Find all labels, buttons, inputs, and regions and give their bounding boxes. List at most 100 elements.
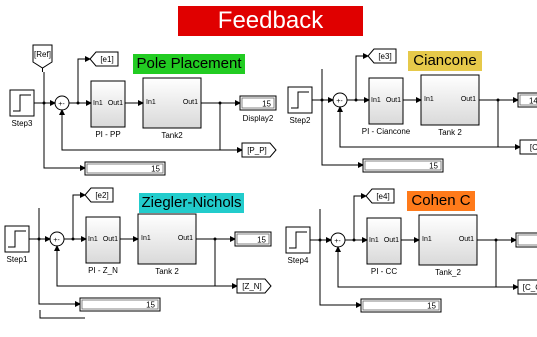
feedback-branch-dot bbox=[213, 237, 217, 241]
plant-in-port: In1 bbox=[141, 235, 151, 242]
plant-label: Tank2 bbox=[161, 131, 183, 140]
error-branch-dot bbox=[76, 101, 80, 105]
error-branch-line bbox=[353, 193, 367, 240]
reference-display: 15 bbox=[362, 158, 444, 173]
controller-in-port: In1 bbox=[371, 97, 381, 104]
plant-label: Tank_2 bbox=[435, 268, 461, 277]
step-icon bbox=[289, 231, 307, 249]
reference-display-inner bbox=[362, 300, 440, 311]
feedback-tag-line bbox=[214, 239, 238, 289]
ref-branch-line bbox=[38, 239, 81, 307]
reference-display: 15 bbox=[360, 298, 442, 313]
controller-out-port: Out1 bbox=[384, 237, 399, 244]
reference-display: 15 bbox=[79, 297, 161, 312]
step-label: Step3 bbox=[12, 119, 33, 128]
step-icon bbox=[8, 230, 26, 248]
feedback-tag-line bbox=[497, 100, 521, 150]
reference-display-inner bbox=[364, 160, 442, 171]
error-branch-line bbox=[72, 192, 86, 239]
controller-out-port: Out1 bbox=[103, 236, 118, 243]
output-display-label: Display2 bbox=[243, 114, 274, 123]
feedback-tag: [C_C] bbox=[517, 279, 537, 295]
controller-block bbox=[368, 77, 404, 125]
ref-branch-line bbox=[43, 103, 86, 171]
output-display-inner bbox=[517, 234, 537, 246]
feedback-tag-shape bbox=[519, 139, 537, 155]
reference-display-inner bbox=[81, 299, 159, 310]
error-tag-text: [e4] bbox=[376, 192, 389, 201]
controller-label: PI - Ciancone bbox=[362, 127, 411, 136]
error-tag: [e1] bbox=[89, 51, 119, 67]
step-block bbox=[4, 225, 30, 253]
error-tag: [e4] bbox=[365, 188, 395, 204]
error-tag: [e2] bbox=[84, 187, 114, 203]
reference-display-inner bbox=[86, 163, 164, 174]
plant-label: Tank 2 bbox=[155, 267, 179, 276]
plant-out-port: Out1 bbox=[178, 235, 193, 242]
plant-block bbox=[420, 74, 480, 126]
plant-label: Tank 2 bbox=[438, 128, 462, 137]
sum-signs: +- bbox=[58, 101, 65, 108]
step-block bbox=[9, 89, 35, 117]
plant-block bbox=[142, 77, 202, 129]
feedback-tag-shape bbox=[241, 142, 277, 158]
feedback-branch-dot bbox=[218, 101, 222, 105]
error-branch-dot bbox=[71, 237, 75, 241]
controller-block bbox=[85, 216, 121, 264]
plant-block bbox=[137, 213, 197, 265]
plant-in-port: In1 bbox=[146, 99, 156, 106]
feedback-to-sum-line bbox=[54, 245, 215, 287]
sum-signs: +- bbox=[53, 237, 60, 244]
output-display-value: 14.95 bbox=[529, 97, 537, 106]
error-tag-shape bbox=[89, 51, 119, 67]
controller-in-port: In1 bbox=[93, 100, 103, 107]
ref-branch-line bbox=[321, 100, 364, 168]
error-tag-shape bbox=[84, 187, 114, 203]
error-tag-text: [e3] bbox=[378, 52, 391, 61]
ref-source: [Ref] bbox=[32, 44, 85, 319]
output-display-inner bbox=[236, 233, 270, 245]
sum-signs: +- bbox=[334, 238, 341, 245]
reference-display: 15 bbox=[84, 161, 166, 176]
plant-out-port: Out1 bbox=[461, 96, 476, 103]
feedback-tag: [Z_N] bbox=[236, 278, 272, 294]
step-icon bbox=[13, 94, 31, 112]
feedback-tag-text: [C_C] bbox=[523, 283, 537, 292]
output-display-inner bbox=[519, 94, 537, 106]
plant-in-port: In1 bbox=[424, 96, 434, 103]
reference-display-value: 15 bbox=[146, 301, 155, 310]
step-label: Step2 bbox=[290, 116, 311, 125]
feedback-to-sum-line bbox=[335, 246, 496, 288]
controller-label: PI - PP bbox=[95, 130, 120, 139]
cohen-c-label: Cohen C bbox=[407, 191, 475, 211]
ciancone-label: Ciancone bbox=[408, 51, 482, 71]
controller-in-port: In1 bbox=[369, 237, 379, 244]
plant-in-port: In1 bbox=[422, 236, 432, 243]
error-branch-line bbox=[77, 56, 91, 103]
step-label: Step4 bbox=[288, 256, 309, 265]
error-tag-text: [e2] bbox=[95, 191, 108, 200]
reference-display-value: 15 bbox=[151, 165, 160, 174]
controller-out-port: Out1 bbox=[386, 97, 401, 104]
error-tag-shape bbox=[365, 188, 395, 204]
ref-branch-line bbox=[319, 240, 362, 308]
ref-from-shape bbox=[32, 44, 53, 69]
controller-out-port: Out1 bbox=[108, 100, 123, 107]
step-block bbox=[287, 86, 313, 114]
feedback-tag-shape bbox=[517, 279, 537, 295]
error-tag: [e3] bbox=[367, 48, 397, 64]
error-branch-dot bbox=[354, 98, 358, 102]
feedback-tag-text: [C] bbox=[530, 143, 537, 152]
plant-block bbox=[418, 214, 478, 266]
output-display-value: 15 bbox=[257, 236, 266, 245]
output-display: 14.95 bbox=[517, 92, 537, 108]
feedback-branch-dot bbox=[494, 238, 498, 242]
output-display: 15 bbox=[234, 231, 272, 247]
error-branch-dot bbox=[352, 238, 356, 242]
step-block bbox=[285, 226, 311, 254]
